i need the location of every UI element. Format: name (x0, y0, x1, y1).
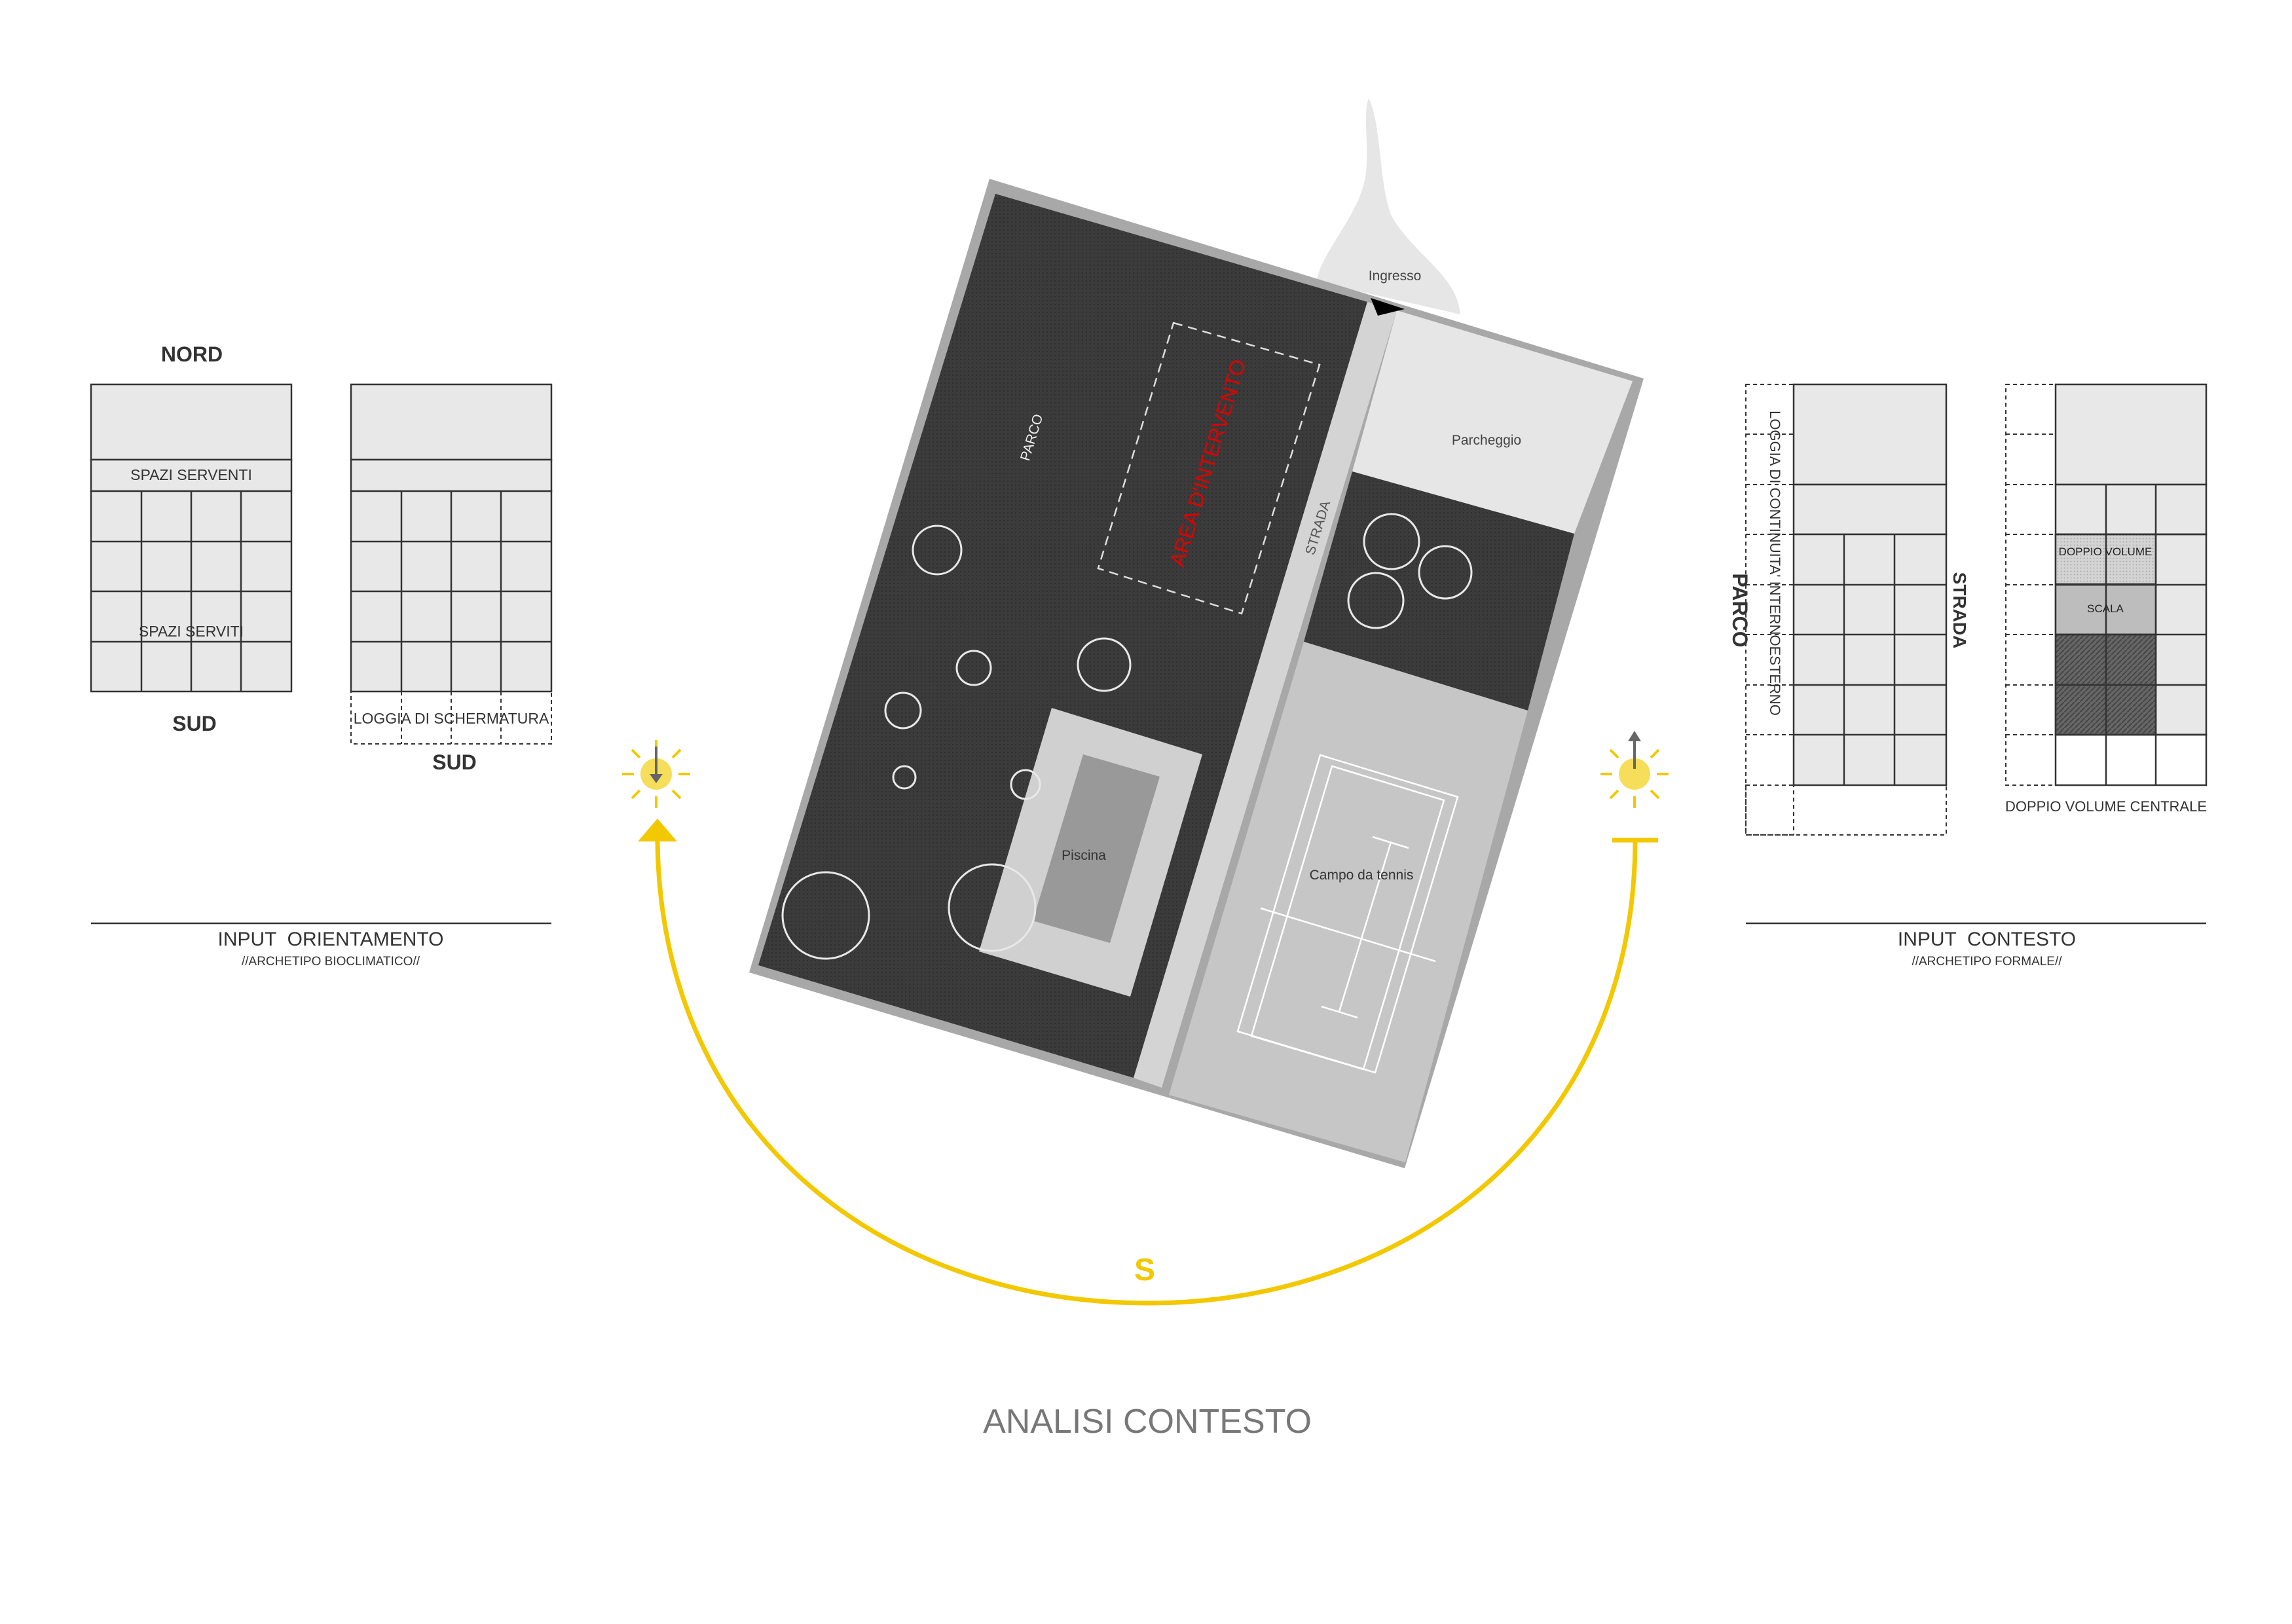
tree-icon (955, 650, 992, 686)
serving-spaces-label: SPAZI SERVENTI (130, 466, 252, 483)
tree-icon (781, 871, 870, 960)
loggia-continuity-label: LOGGIA DI CONTINUITA' INTERNOESTERNO (1767, 411, 1783, 716)
left-input-subtitle: //ARCHETIPO BIOCLIMATICO// (242, 955, 420, 969)
tennis-area (1169, 642, 1528, 1162)
road-side-label: STRADA (1950, 572, 1970, 649)
sun-path: S (622, 731, 1669, 1306)
right-input-subtitle: //ARCHETIPO FORMALE// (1912, 955, 2062, 969)
central-double-volume-label: DOPPIO VOLUME CENTRALE (2005, 798, 2207, 815)
entrance-arrow-icon (1371, 298, 1405, 316)
tree-icon (1347, 572, 1405, 629)
formal-plan-b (2005, 383, 2208, 786)
sunset-down-icon (622, 740, 690, 808)
right-panel: LOGGIA DI CONTINUITA' INTERNOESTERNO PAR… (1728, 383, 2208, 969)
parking-area (1352, 310, 1633, 534)
tree-icon (1363, 513, 1420, 570)
right-input-title: INPUT CONTESTO (1898, 929, 2076, 950)
site-plan: Ingresso PARCO AREA D'INTERVENTO STRADA … (749, 98, 1644, 1168)
entrance-label: Ingresso (1369, 268, 1422, 284)
served-spaces-label: SPAZI SERVITI (139, 623, 244, 640)
tree-icon (1077, 637, 1132, 692)
north-label: NORD (161, 342, 223, 366)
tree-icon (884, 692, 922, 729)
tree-icon (892, 765, 917, 790)
tree-block (1304, 471, 1574, 710)
loggia-bottom (1745, 784, 1947, 836)
south-sun-label: S (1134, 1253, 1155, 1287)
double-volume-label: DOPPIO VOLUME (2059, 545, 2153, 558)
bioclimatic-plan-b (350, 383, 553, 745)
bioclimatic-plan-a (90, 383, 293, 693)
north-band (90, 383, 293, 461)
south-label-b: SUD (432, 750, 477, 774)
tennis-label: Campo da tennis (1310, 868, 1414, 883)
tennis-court (1236, 754, 1459, 1074)
sunset-arrow-icon (638, 819, 677, 841)
tree-icon (912, 525, 963, 576)
serving-band-b (350, 458, 553, 492)
road-strip (1134, 302, 1397, 1088)
south-label-a: SUD (172, 712, 217, 735)
park-area (758, 194, 1367, 1078)
trees (781, 513, 1473, 960)
tree-icon (948, 863, 1037, 952)
intervention-area (1097, 322, 1321, 615)
park-side-label: PARCO (1728, 573, 1752, 647)
sunrise-up-icon (1600, 731, 1669, 808)
page-title: ANALISI CONTESTO (983, 1403, 1312, 1441)
pool-label: Piscina (1062, 848, 1106, 863)
pool-water (1033, 754, 1160, 943)
shading-loggia-label: LOGGIA DI SCHERMATURA (354, 710, 549, 727)
entrance-road (1316, 98, 1460, 314)
left-input-title: INPUT ORIENTAMENTO (217, 929, 443, 950)
parking-label: Parcheggio (1452, 433, 1521, 448)
north-band-b (350, 383, 553, 461)
tree-icon (1010, 769, 1041, 800)
sun-path-arc (655, 841, 1638, 1306)
stair-label: SCALA (2087, 602, 2124, 615)
tree-icon (1418, 545, 1473, 600)
left-panel: NORD SPAZI SERVENTI SPAZI SERVITI SUD LO… (90, 342, 553, 969)
serving-band (90, 458, 293, 492)
formal-plan-a (1745, 383, 1948, 836)
